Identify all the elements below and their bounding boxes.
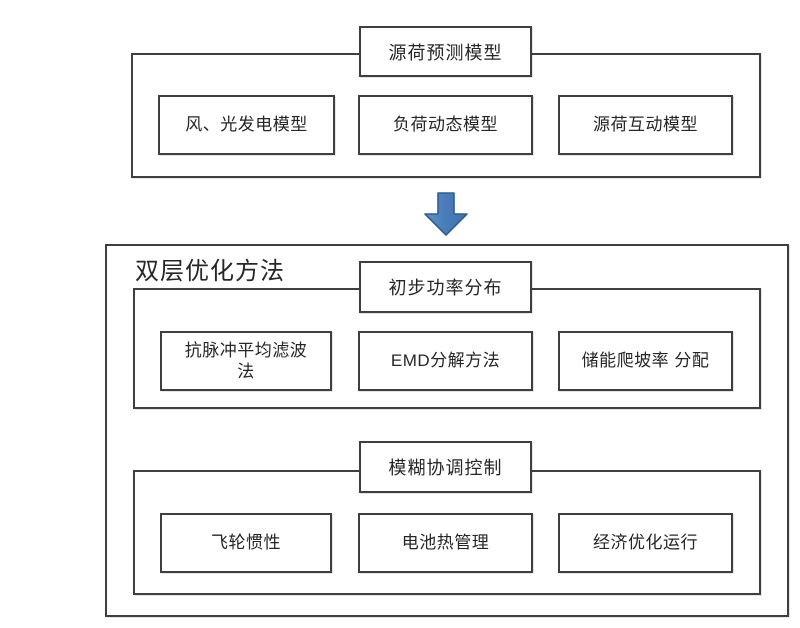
box-anti-impulse-mean-filter-method[interactable]: 抗脉冲平均滤波 法 <box>160 331 332 391</box>
banner-source-load-forecast[interactable]: 源荷预测模型 <box>359 26 532 77</box>
box-storage-ramp-rate-allocation[interactable]: 储能爬坡率 分配 <box>558 331 733 391</box>
box-label: 源荷互动模型 <box>593 115 698 135</box>
banner-preliminary-power-distribution[interactable]: 初步功率分布 <box>359 261 532 313</box>
box-label: 抗脉冲平均滤波 法 <box>184 340 308 381</box>
down-arrow-icon <box>423 192 469 237</box>
box-load-dynamic-model[interactable]: 负荷动态模型 <box>358 95 533 155</box>
banner-fuzzy-coordinated-control[interactable]: 模糊协调控制 <box>359 441 532 493</box>
box-label: 负荷动态模型 <box>393 115 498 135</box>
banner-label: 初步功率分布 <box>388 278 503 298</box>
banner-label: 源荷预测模型 <box>388 42 503 63</box>
box-wind-solar-generation-model[interactable]: 风、光发电模型 <box>158 95 335 155</box>
box-source-load-interaction-model[interactable]: 源荷互动模型 <box>558 95 733 155</box>
box-economic-optimal-operation[interactable]: 经济优化运行 <box>558 513 733 573</box>
heading-bilevel-optimization: 双层优化方法 <box>135 258 285 285</box>
box-label: 电池热管理 <box>401 533 490 553</box>
box-label: 飞轮惯性 <box>211 533 281 553</box>
banner-label: 模糊协调控制 <box>388 458 503 478</box>
box-label: 经济优化运行 <box>593 533 698 553</box>
box-label: EMD分解方法 <box>390 351 501 371</box>
box-emd-decomposition-method[interactable]: EMD分解方法 <box>358 331 533 391</box>
box-flywheel-inertia[interactable]: 飞轮惯性 <box>160 513 332 573</box>
box-label: 风、光发电模型 <box>185 115 308 135</box>
box-battery-thermal-management[interactable]: 电池热管理 <box>358 513 533 573</box>
box-label: 储能爬坡率 分配 <box>581 351 710 371</box>
